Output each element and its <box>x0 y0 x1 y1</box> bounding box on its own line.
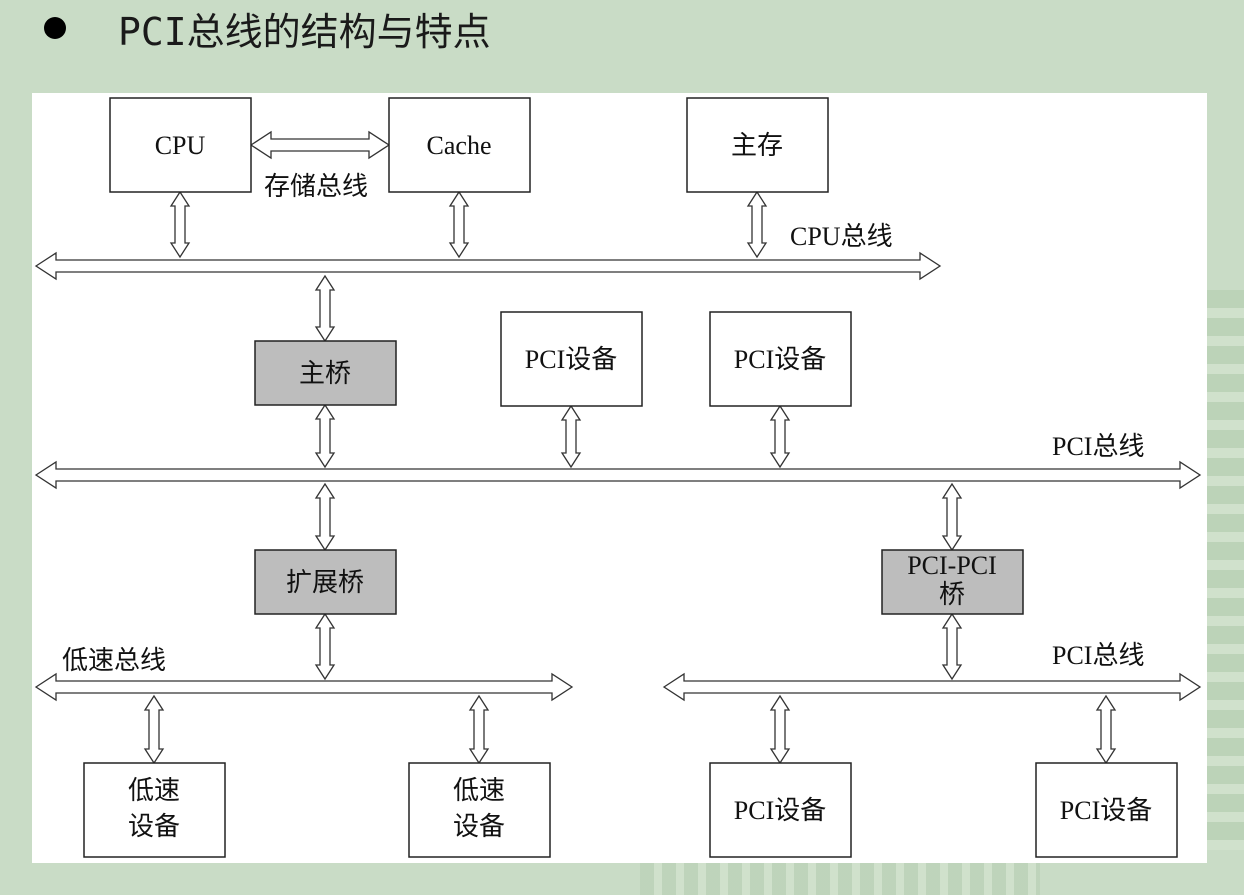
bullet-icon <box>44 17 66 39</box>
pci-bus-arrow <box>34 460 1202 490</box>
cpu-bus-arrow <box>34 251 942 281</box>
pci-pci-bridge-box <box>881 549 1024 615</box>
cpu-box <box>109 97 252 193</box>
cache-label: Cache <box>427 131 492 160</box>
cpu-to-cpu-bus-arrow <box>169 190 191 259</box>
low-speed-bus-to-device-2-arrow <box>468 694 490 765</box>
pci-bus-diagram: CPU Cache 主存 主桥 PCI设备 PCI设备 扩展桥 PCI-PCI … <box>32 93 1207 863</box>
slide-title: PCI总线的结构与特点 <box>44 2 491 54</box>
pci-device-box-1 <box>500 311 643 407</box>
cache-box <box>388 97 531 193</box>
low-speed-bus-label: 低速总线 <box>62 646 166 675</box>
cache-to-cpu-bus-arrow <box>448 190 470 259</box>
low-speed-device-2-label-line2: 设备 <box>453 812 505 841</box>
background-decoration <box>1204 290 1244 850</box>
pci-device-label-3: PCI设备 <box>734 796 826 825</box>
memory-bus-label: 存储总线 <box>264 172 368 201</box>
low-speed-device-1-label-line1: 低速 <box>128 776 180 805</box>
pci-device-label-4: PCI设备 <box>1060 796 1152 825</box>
pci-device-label-2: PCI设备 <box>734 345 826 374</box>
host-bridge-to-pci-bus-arrow <box>314 403 336 469</box>
pci-device-2-to-pci-bus-arrow <box>769 404 791 469</box>
pci-device-box-3 <box>709 762 852 858</box>
host-bridge-label: 主桥 <box>299 359 351 388</box>
secondary-pci-bus-to-device-3-arrow <box>769 694 791 765</box>
cpu-bus-to-host-bridge-arrow <box>314 274 336 343</box>
background-decoration-bottom <box>640 862 1040 895</box>
pci-device-box-2 <box>709 311 852 407</box>
pci-device-box-4 <box>1035 762 1178 858</box>
cpu-label: CPU <box>155 131 206 160</box>
cpu-bus-label: CPU总线 <box>790 222 893 251</box>
low-speed-device-1-label-line2: 设备 <box>128 812 180 841</box>
pci-device-1-to-pci-bus-arrow <box>560 404 582 469</box>
memory-bus-arrow <box>249 130 391 160</box>
expansion-bridge-label: 扩展桥 <box>286 568 364 597</box>
expansion-bridge-box <box>254 549 397 615</box>
secondary-pci-bus-label: PCI总线 <box>1052 641 1144 670</box>
low-speed-device-box-1 <box>83 762 226 858</box>
slide-title-text: PCI总线的结构与特点 <box>118 9 491 54</box>
pci-pci-bridge-to-secondary-pci-bus-arrow <box>941 612 963 681</box>
host-bridge-box <box>254 340 397 406</box>
low-speed-bus-arrow <box>34 672 574 702</box>
memory-to-cpu-bus-arrow <box>746 190 768 259</box>
pci-bus-label: PCI总线 <box>1052 432 1144 461</box>
pci-bus-to-expansion-bridge-arrow <box>314 482 336 552</box>
pci-pci-bridge-label-line2: 桥 <box>939 580 965 609</box>
pci-bus-to-pci-pci-bridge-arrow <box>941 482 963 552</box>
secondary-pci-bus-arrow <box>662 672 1202 702</box>
low-speed-device-2-label-line1: 低速 <box>453 776 505 805</box>
main-memory-label: 主存 <box>731 131 783 160</box>
pci-device-label-1: PCI设备 <box>525 345 617 374</box>
main-memory-box <box>686 97 829 193</box>
expansion-bridge-to-low-speed-bus-arrow <box>314 612 336 681</box>
diagram-canvas: CPU Cache 主存 主桥 PCI设备 PCI设备 扩展桥 PCI-PCI … <box>34 97 1202 858</box>
low-speed-bus-to-device-1-arrow <box>143 694 165 765</box>
low-speed-device-box-2 <box>408 762 551 858</box>
pci-pci-bridge-label-line1: PCI-PCI <box>907 551 997 580</box>
secondary-pci-bus-to-device-4-arrow <box>1095 694 1117 765</box>
